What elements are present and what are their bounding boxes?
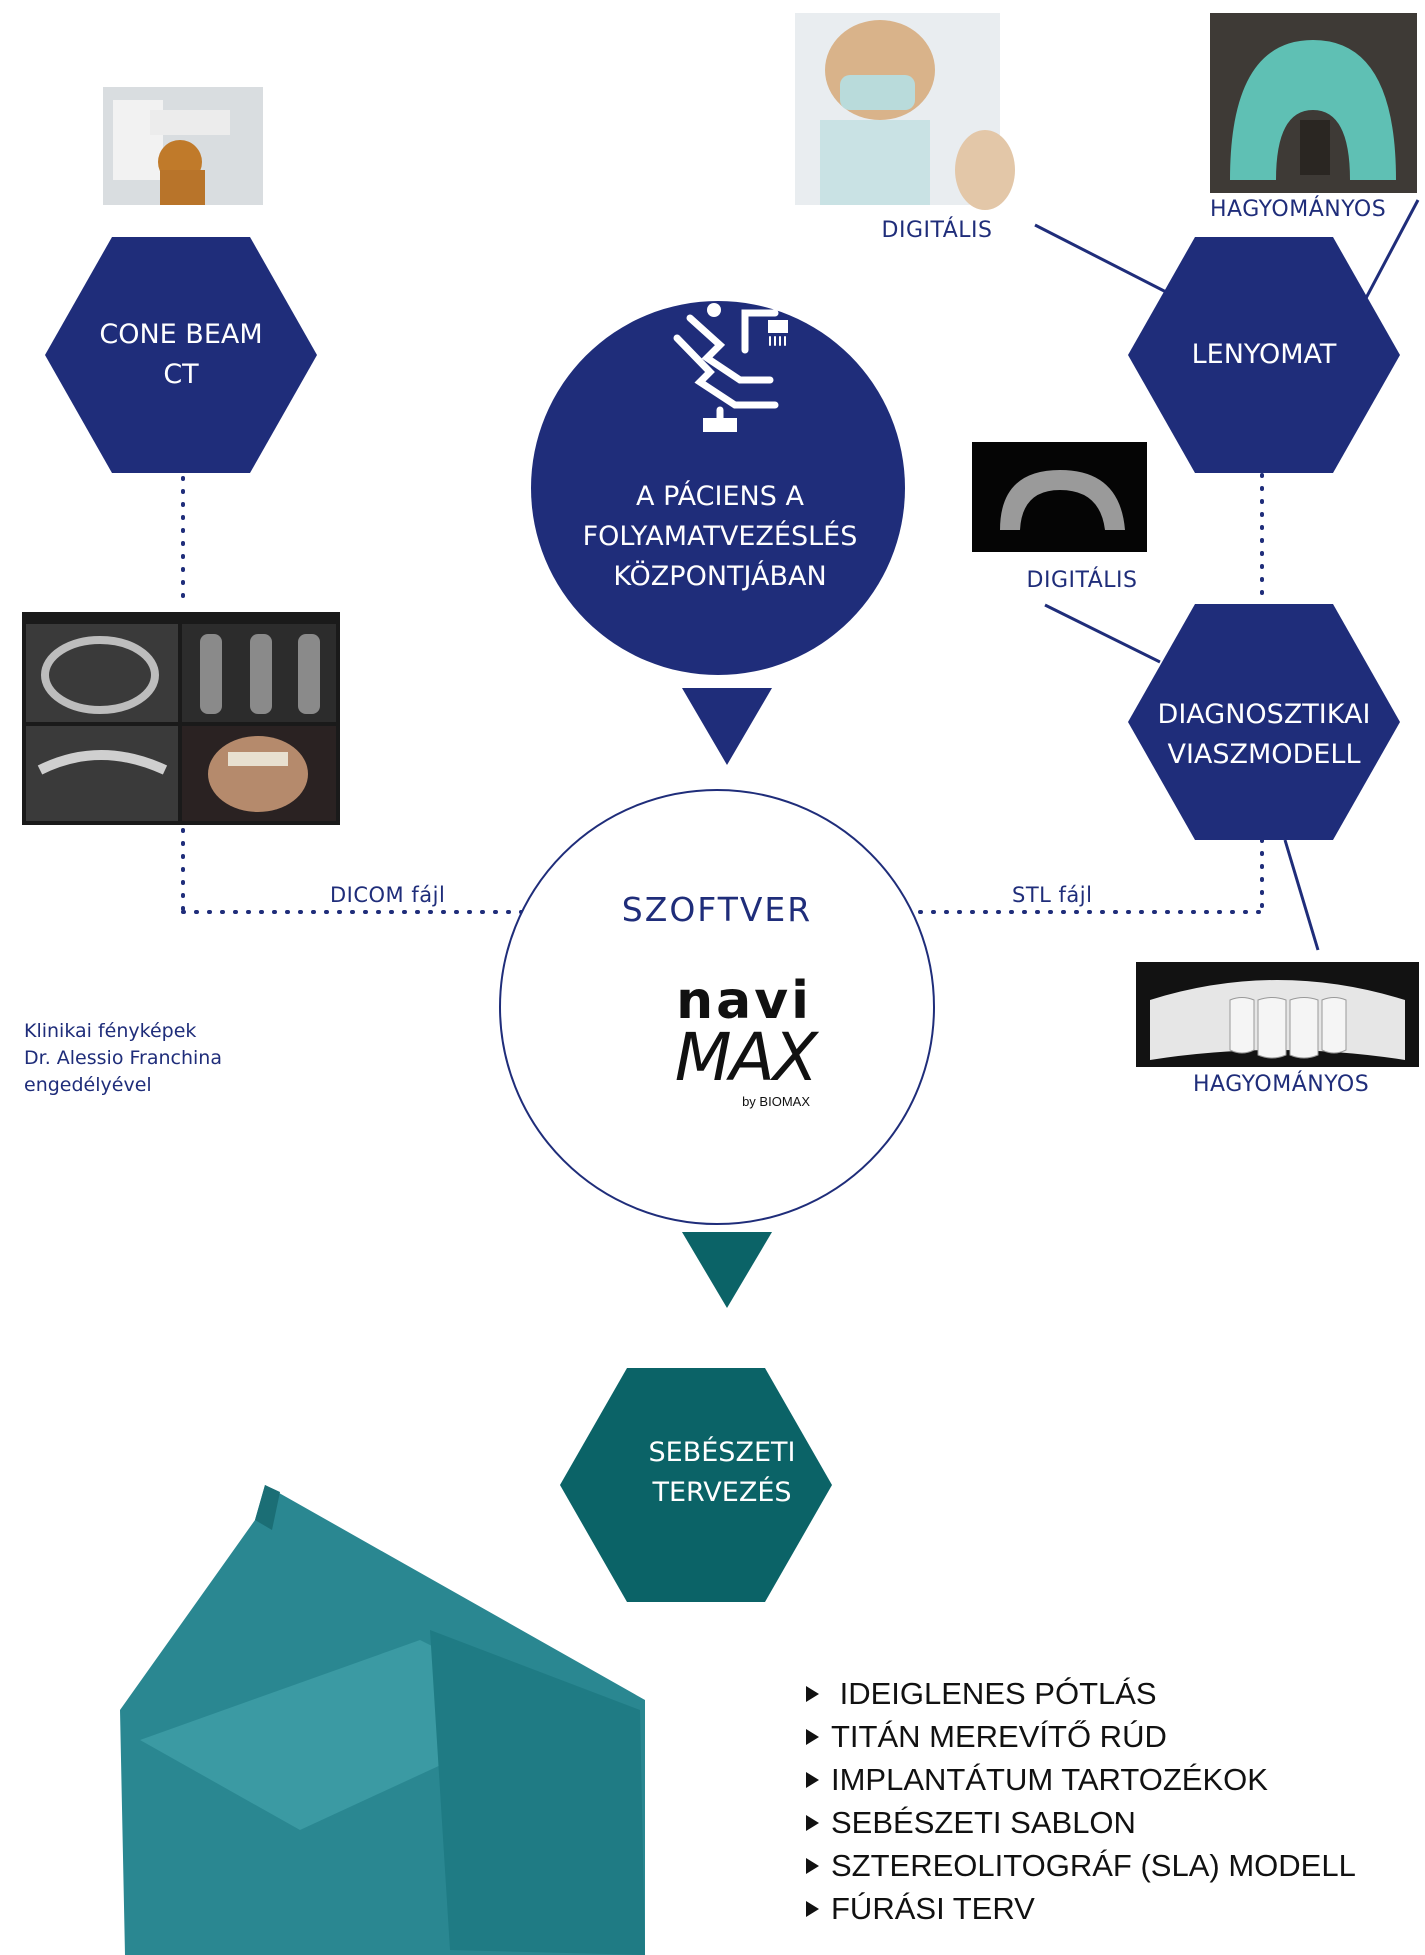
product-item: IMPLANTÁTUM TARTOZÉKOK <box>806 1758 1356 1801</box>
product-label: IMPLANTÁTUM TARTOZÉKOK <box>831 1762 1268 1797</box>
photo-credits: Klinikai fényképek Dr. Alessio Franchina… <box>24 1018 222 1099</box>
cbct-scan-image <box>22 612 340 825</box>
credits-line-3: engedélyével <box>24 1074 152 1096</box>
cone-beam-line-2: CT <box>163 359 199 390</box>
cone-beam-line-1: CONE BEAM <box>99 319 263 350</box>
diagnostic-wax-line-1: DIAGNOSZTIKAI <box>1157 699 1371 730</box>
patient-circle <box>531 301 905 675</box>
triangle-bullet-icon <box>806 1900 819 1917</box>
impression-photo <box>1210 13 1417 193</box>
product-label: SEBÉSZETI SABLON <box>831 1805 1136 1840</box>
hexagon-surgical-planning <box>560 1368 832 1602</box>
patient-circle-label: A PÁCIENS A FOLYAMATVEZÉSLÉS KÖZPONTJÁBA… <box>583 477 858 597</box>
triangle-bullet-icon <box>806 1771 819 1788</box>
label-digital-mid: DIGITÁLIS <box>1026 568 1138 593</box>
arrow-down-navy <box>682 688 772 765</box>
product-item: TITÁN MEREVÍTŐ RÚD <box>806 1715 1356 1758</box>
product-label: TITÁN MEREVÍTŐ RÚD <box>831 1719 1167 1754</box>
hexagon-cone-beam-label: CONE BEAM CT <box>99 315 262 395</box>
lenyomat-line-1: LENYOMAT <box>1191 339 1337 370</box>
navimax-box-photo <box>120 1485 645 1955</box>
product-item: SEBÉSZETI SABLON <box>806 1801 1356 1844</box>
label-traditional-bottom: HAGYOMÁNYOS <box>1193 1072 1370 1097</box>
teeth-model-photo <box>1136 962 1419 1067</box>
hexagon-diagnostic-wax-label: DIAGNOSZTIKAI VIASZMODELL <box>1158 695 1371 775</box>
surgical-planning-line-2: TERVEZÉS <box>652 1477 792 1508</box>
surgical-planning-line-1: SEBÉSZETI <box>648 1437 796 1468</box>
patient-line-3: KÖZPONTJÁBAN <box>613 561 827 592</box>
triangle-bullet-icon <box>806 1685 819 1702</box>
product-label: IDEIGLENES PÓTLÁS <box>831 1676 1157 1711</box>
patient-line-1: A PÁCIENS A <box>636 481 804 512</box>
product-item: SZTEREOLITOGRÁF (SLA) MODELL <box>806 1844 1356 1887</box>
connector-digital-impression <box>1034 223 1173 297</box>
label-stl-file: STL fájl <box>1012 883 1093 907</box>
label-dicom-file: DICOM fájl <box>330 883 446 907</box>
hexagon-diagnostic-wax <box>1128 604 1400 840</box>
product-item: FÚRÁSI TERV <box>806 1887 1356 1930</box>
logo-navi: navi <box>676 971 812 1031</box>
triangle-bullet-icon <box>806 1814 819 1831</box>
diagnostic-wax-line-2: VIASZMODELL <box>1167 739 1361 770</box>
arrow-down-teal <box>682 1232 772 1308</box>
hexagon-cone-beam <box>45 237 317 473</box>
patient-line-2: FOLYAMATVEZÉSLÉS <box>582 521 858 552</box>
dental-chair-icon <box>673 303 788 432</box>
connector-digital-wax <box>1044 603 1161 664</box>
software-label: SZOFTVER <box>621 890 813 929</box>
software-circle <box>499 789 935 1225</box>
connector-traditional-wax <box>1283 839 1320 951</box>
product-label: FÚRÁSI TERV <box>831 1891 1035 1926</box>
product-item: IDEIGLENES PÓTLÁS <box>806 1672 1356 1715</box>
navimax-logo: navi MAX by BIOMAX <box>630 975 820 1125</box>
product-list: IDEIGLENES PÓTLÁS TITÁN MEREVÍTŐ RÚD IMP… <box>806 1672 1356 1930</box>
credits-line-1: Klinikai fényképek <box>24 1020 197 1042</box>
hexagon-lenyomat-label: LENYOMAT <box>1192 335 1337 375</box>
digital-scan-image <box>972 442 1147 552</box>
connector-traditional-impression <box>1363 199 1420 301</box>
logo-max: MAX <box>674 1019 818 1096</box>
cbct-machine-photo <box>103 87 263 205</box>
label-traditional-top: HAGYOMÁNYOS <box>1210 197 1387 222</box>
label-digital-top: DIGITÁLIS <box>881 218 993 243</box>
triangle-bullet-icon <box>806 1857 819 1874</box>
hexagon-lenyomat <box>1128 237 1400 473</box>
credits-line-2: Dr. Alessio Franchina <box>24 1047 222 1069</box>
hexagon-surgical-planning-label: SEBÉSZETI TERVEZÉS <box>649 1433 796 1513</box>
dentist-photo <box>795 13 1015 210</box>
triangle-bullet-icon <box>806 1728 819 1745</box>
product-label: SZTEREOLITOGRÁF (SLA) MODELL <box>831 1848 1356 1883</box>
logo-byline: by BIOMAX <box>742 1094 810 1109</box>
